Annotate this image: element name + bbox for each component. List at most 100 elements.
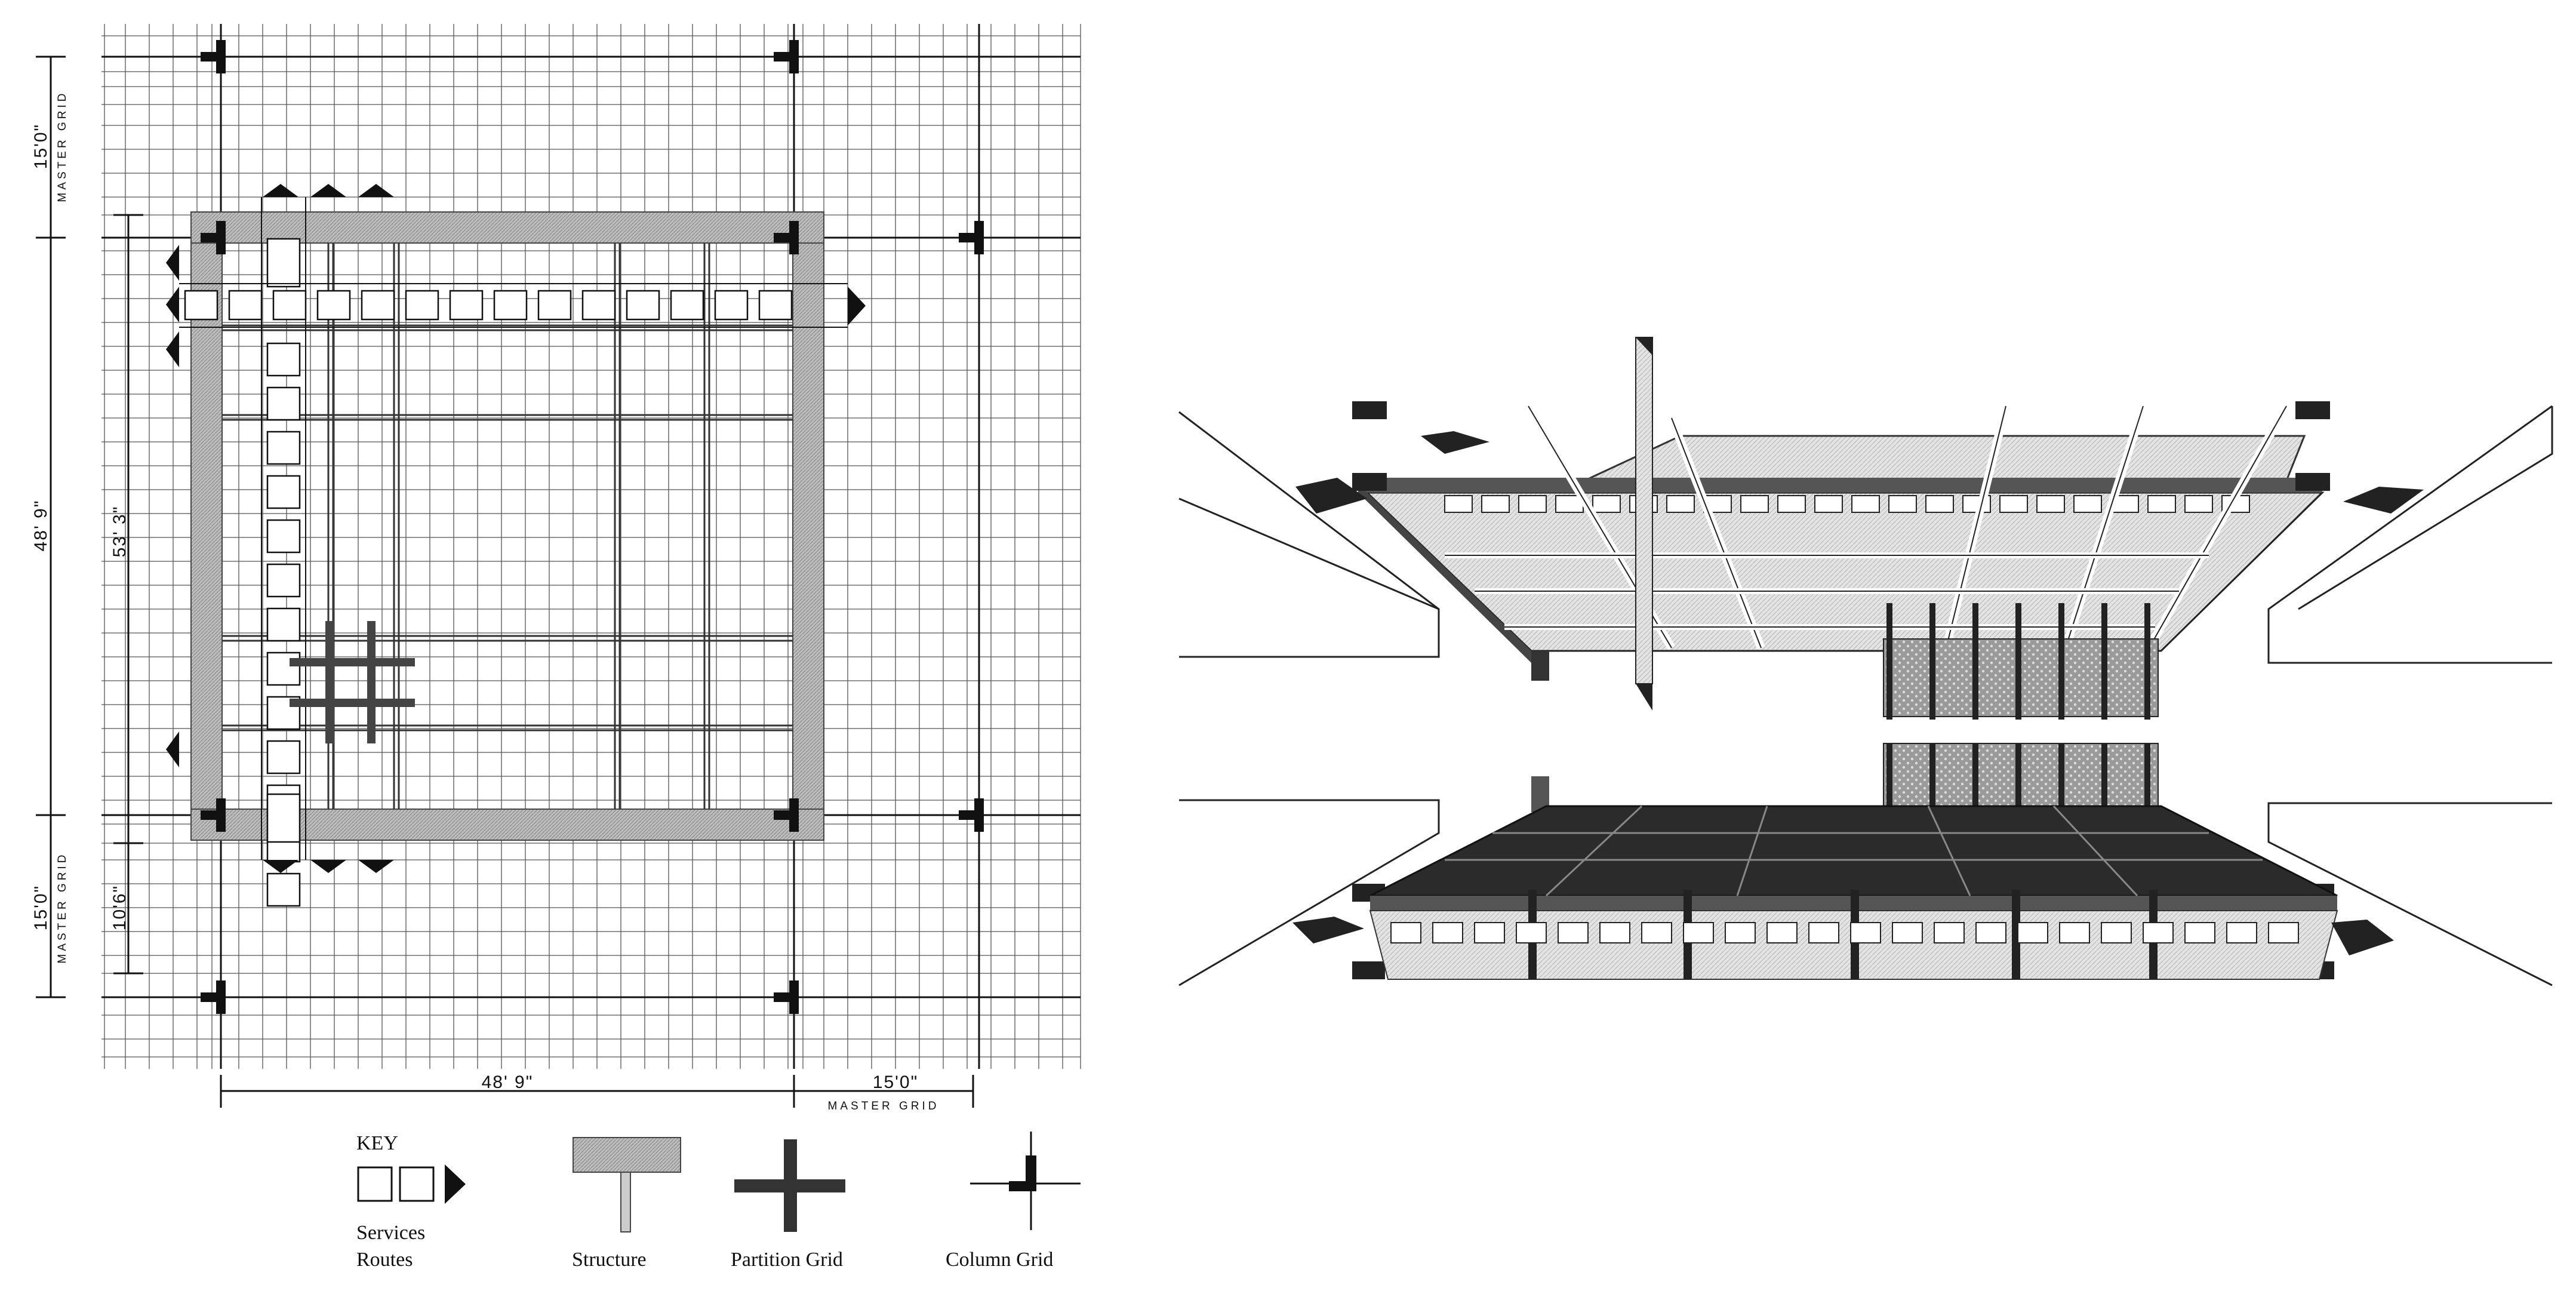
ceiling-box (1925, 495, 1954, 513)
floor-box (1390, 922, 1421, 943)
arrow-left (166, 245, 179, 281)
ceiling-box (2073, 495, 2102, 513)
ceiling-truss (1946, 405, 2006, 648)
ceiling-box (1777, 495, 1806, 513)
wall-post (1972, 603, 1978, 720)
partition-grid-lines (222, 243, 793, 809)
floor-box (1558, 922, 1589, 943)
dim-bottom-width: 48' 9" (482, 1072, 534, 1092)
floor-box (1808, 922, 1839, 943)
arrow-left (166, 331, 179, 367)
wall-post (2015, 743, 2021, 815)
ceiling-box (1851, 495, 1880, 513)
arrow-up (263, 184, 298, 197)
dimension-lines (36, 56, 974, 1108)
wall-post (2144, 743, 2150, 815)
ceiling-box (1518, 495, 1547, 513)
service-box (272, 290, 307, 321)
column-mark (774, 810, 794, 820)
dim-right-master-grid: 15'0" (873, 1072, 918, 1092)
column-mark (201, 52, 221, 62)
dim-left-side: 48' 9" (31, 500, 51, 552)
floor-box (1474, 922, 1505, 943)
structure-band (190, 211, 824, 841)
floor-box (1683, 922, 1714, 943)
floor-box (2101, 922, 2132, 943)
ceiling-box (1592, 495, 1621, 513)
arrow-right (848, 287, 866, 325)
ceiling-box (2036, 495, 2065, 513)
service-box (316, 290, 351, 321)
ceiling-box (1814, 495, 1843, 513)
dim-bottom-master-grid: 15'0" (31, 885, 51, 930)
arrow-down (358, 860, 394, 873)
wall-posts (1886, 603, 2150, 815)
service-box (266, 651, 301, 686)
floor-box (1892, 922, 1923, 943)
dim-top-master-grid-label: MASTER GRID (56, 91, 69, 202)
floor-box (2017, 922, 2048, 943)
wall-post (1972, 743, 1978, 815)
service-box (266, 519, 301, 554)
column-mark (774, 992, 794, 1002)
floor-box (1432, 922, 1463, 943)
arrow-left (166, 287, 179, 322)
service-box (449, 290, 484, 321)
service-box (266, 740, 301, 774)
arrow-left (166, 731, 179, 767)
service-box (228, 290, 263, 321)
service-box (266, 475, 301, 509)
ceiling-box (1740, 495, 1769, 513)
service-box (266, 386, 301, 421)
floor-box (1975, 922, 2006, 943)
key-structure-symbol (573, 1137, 681, 1232)
wall-post (2144, 603, 2150, 720)
dim-bottom-master-grid-label: MASTER GRID (56, 852, 69, 964)
ceiling-box (1481, 495, 1510, 513)
service-box (266, 342, 301, 377)
wall-post (1929, 603, 1935, 720)
floor-box (2143, 922, 2174, 943)
perspective-arrows (1292, 431, 2424, 955)
floor-grid-line (1736, 806, 1768, 896)
dim-top-master-grid: 15'0" (31, 124, 51, 169)
legend-key: KEY Services Routes Structure Partition … (356, 1132, 1081, 1271)
service-box (266, 793, 301, 843)
floor-box (1516, 922, 1547, 943)
service-box (670, 290, 704, 321)
key-column-symbol (970, 1132, 1081, 1230)
service-box (581, 290, 616, 321)
arrow-down (263, 860, 298, 873)
service-box (758, 290, 793, 321)
floor-post (2012, 890, 2020, 979)
key-services-line1: Services (356, 1222, 425, 1244)
column-mark (774, 52, 794, 62)
column-mark (201, 810, 221, 820)
wall-post (2058, 743, 2064, 815)
floor-box (1934, 922, 1965, 943)
side-walls (1178, 405, 2553, 986)
service-box (626, 290, 660, 321)
service-box (361, 290, 395, 321)
floor-box (2184, 922, 2215, 943)
floor-service-boxes (1390, 922, 2299, 943)
services-routes (179, 197, 848, 907)
wall-post (1929, 743, 1935, 815)
vertical-service-arrow (1635, 337, 1653, 711)
column-mark (959, 233, 979, 242)
ceiling-box (2184, 495, 2213, 513)
wall-post (1886, 743, 1892, 815)
floor-box (2268, 922, 2299, 943)
key-column-grid: Column Grid (946, 1249, 1053, 1271)
service-box (184, 290, 218, 321)
service-box (405, 290, 439, 321)
service-arrows (166, 184, 866, 873)
service-box (493, 290, 528, 321)
floor-box (1599, 922, 1630, 943)
wall-post (1886, 603, 1892, 720)
floor-grid-line (1545, 805, 1643, 897)
arrow-up (358, 184, 394, 197)
floor-grid-line (1927, 806, 1971, 896)
column-mark (201, 992, 221, 1002)
